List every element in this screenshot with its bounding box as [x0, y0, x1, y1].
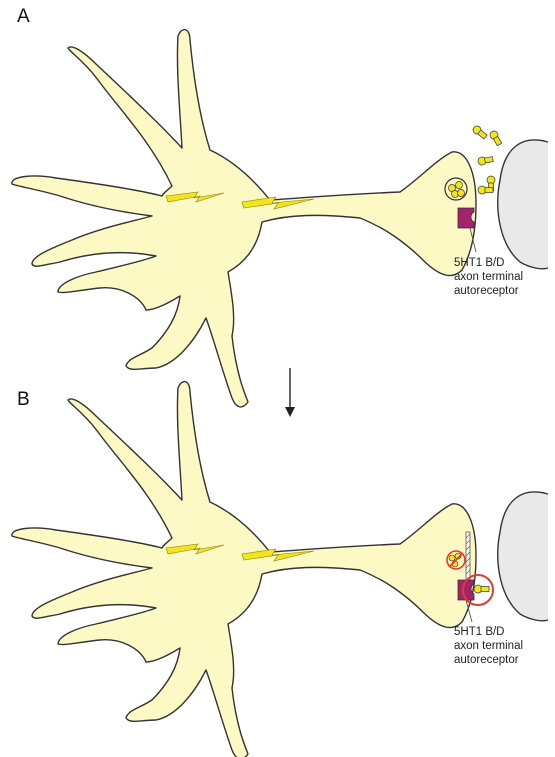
panel-a-callout-line-3: autoreceptor [454, 284, 523, 298]
panel-a-label: A [17, 6, 30, 28]
panel-a-callout: 5HT1 B/D axon terminal autoreceptor [454, 256, 523, 298]
panel-b-callout-line-2: axon terminal [454, 639, 523, 653]
panel-b-callout: 5HT1 B/D axon terminal autoreceptor [454, 625, 523, 667]
panel-b-bound-agonist [474, 585, 489, 593]
panel-b-vesicle-cluster-blocked [447, 551, 465, 569]
panel-b-callout-line-1: 5HT1 B/D [454, 625, 523, 639]
panel-a-neuron [12, 30, 548, 407]
down-arrow [285, 368, 295, 417]
panel-b-neuron [12, 382, 548, 757]
panel-b-label: B [17, 389, 30, 411]
panel-a-vesicle-cluster [445, 178, 467, 200]
panel-a-callout-line-1: 5HT1 B/D [454, 256, 523, 270]
panel-a-serotonin-molecules [471, 124, 503, 194]
panel-a-callout-line-2: axon terminal [454, 270, 523, 284]
panel-b-callout-line-3: autoreceptor [454, 653, 523, 667]
panel-b-hatched-membrane [466, 532, 470, 580]
